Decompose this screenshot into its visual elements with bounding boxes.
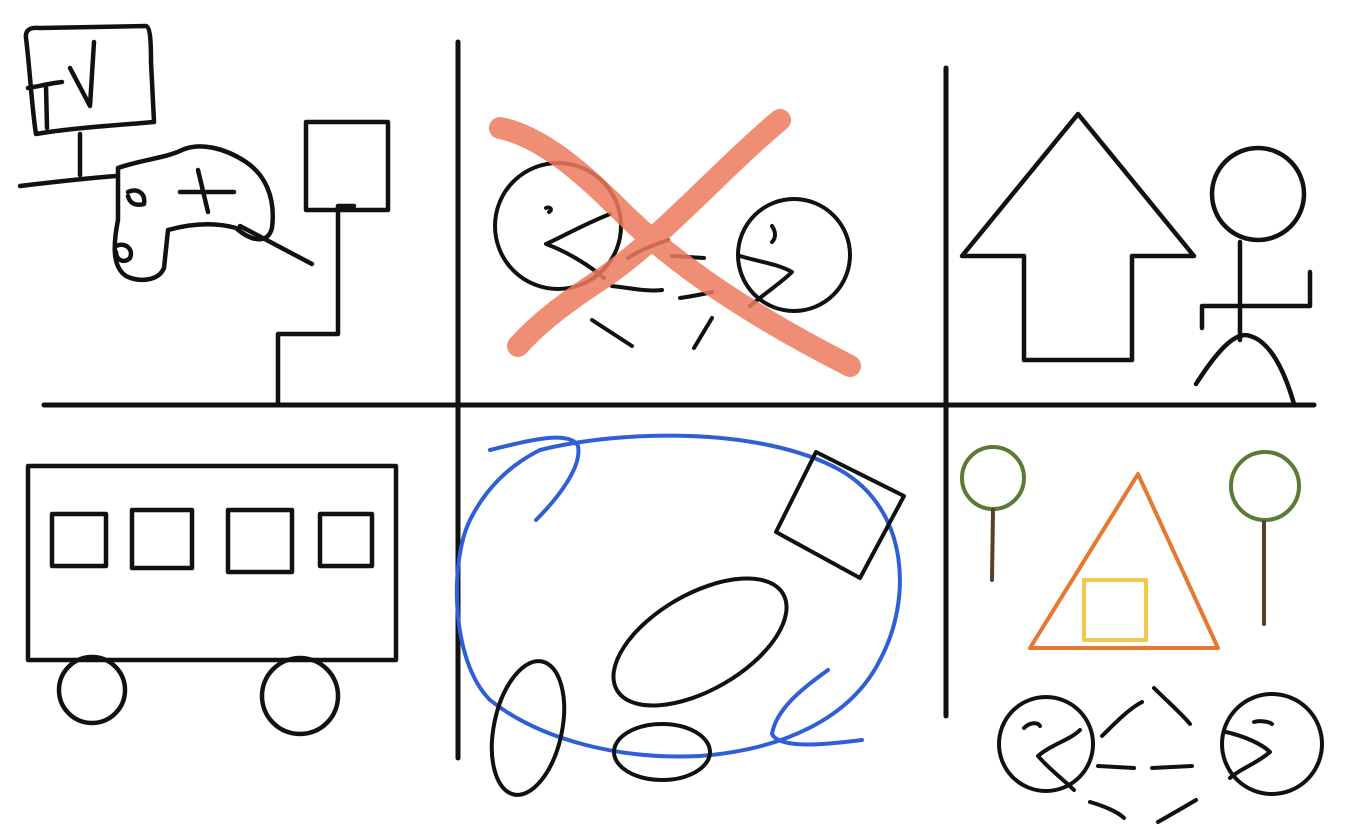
- tree-left-crown: [960, 445, 1026, 511]
- dash-bottom-2: [1152, 686, 1192, 726]
- stick-figure-arms: [1199, 269, 1313, 331]
- stick-figure-head: [1209, 145, 1307, 243]
- panel-crossed-faces: [489, 109, 861, 377]
- face-bottom-right: [1220, 692, 1324, 796]
- tree-right-crown: [1229, 450, 1301, 522]
- tv-screen: [23, 23, 157, 137]
- face-right-eye: [770, 224, 777, 244]
- bus-window-4: [317, 511, 375, 569]
- dash-5: [590, 318, 634, 348]
- large-ellipse: [611, 576, 789, 708]
- face-bottom-left-brow: [1022, 721, 1042, 730]
- mouse-cable: [237, 223, 315, 267]
- stick-figure-legs: [1193, 332, 1297, 407]
- bus-window-1: [49, 511, 109, 569]
- dash-bottom-3: [1096, 764, 1136, 770]
- tv-letter-t: [25, 79, 65, 131]
- hand-nail: [125, 188, 147, 207]
- monitor-cord: [275, 203, 357, 408]
- grid-dividers: [41, 39, 1317, 761]
- face-bottom-right-mouth: [1224, 730, 1272, 780]
- dash-bottom-6: [1156, 798, 1198, 824]
- monitor-box: [303, 119, 391, 213]
- tv-letter-v: [67, 39, 97, 109]
- face-left-eye: [544, 205, 553, 214]
- up-arrow: [959, 111, 1197, 363]
- panel-arrow-figure: [959, 111, 1313, 407]
- face-left-mouth: [544, 212, 612, 280]
- tree-left-trunk: [990, 508, 995, 582]
- panel-circled-shapes: [454, 433, 906, 797]
- bus-window-2: [129, 507, 195, 571]
- tv-stand: [17, 131, 119, 189]
- bus-wheel-right: [259, 655, 341, 737]
- hand-finger-crease: [177, 167, 237, 215]
- face-bottom-left: [997, 695, 1095, 793]
- bus-window-3: [225, 507, 295, 575]
- bus-wheel-left: [56, 654, 128, 726]
- dash-6: [692, 316, 714, 350]
- dash-bottom-5: [1088, 800, 1126, 820]
- house-triangle: [1028, 472, 1220, 650]
- hand-thumb: [113, 242, 134, 264]
- tall-ellipse: [489, 659, 567, 797]
- tilted-square: [774, 450, 906, 580]
- face-bottom-right-brow: [1252, 719, 1274, 726]
- face-bottom-left-mouth: [1036, 728, 1082, 792]
- dash-3: [610, 284, 664, 293]
- hand: [112, 144, 276, 283]
- house-window: [1082, 578, 1148, 642]
- blue-loop: [454, 433, 902, 759]
- face-right-mouth: [738, 254, 794, 308]
- dash-bottom-1: [1100, 700, 1144, 738]
- panel-tv-mouse: [17, 23, 391, 408]
- bus-body: [25, 463, 399, 663]
- dash-bottom-4: [1150, 764, 1194, 770]
- face-right: [736, 197, 852, 313]
- cross-stroke-1: [489, 117, 861, 377]
- small-ellipse: [612, 722, 712, 782]
- cross-stroke-2: [507, 109, 791, 357]
- panel-house-trees-faces: [960, 445, 1324, 824]
- panel-bus: [25, 463, 399, 737]
